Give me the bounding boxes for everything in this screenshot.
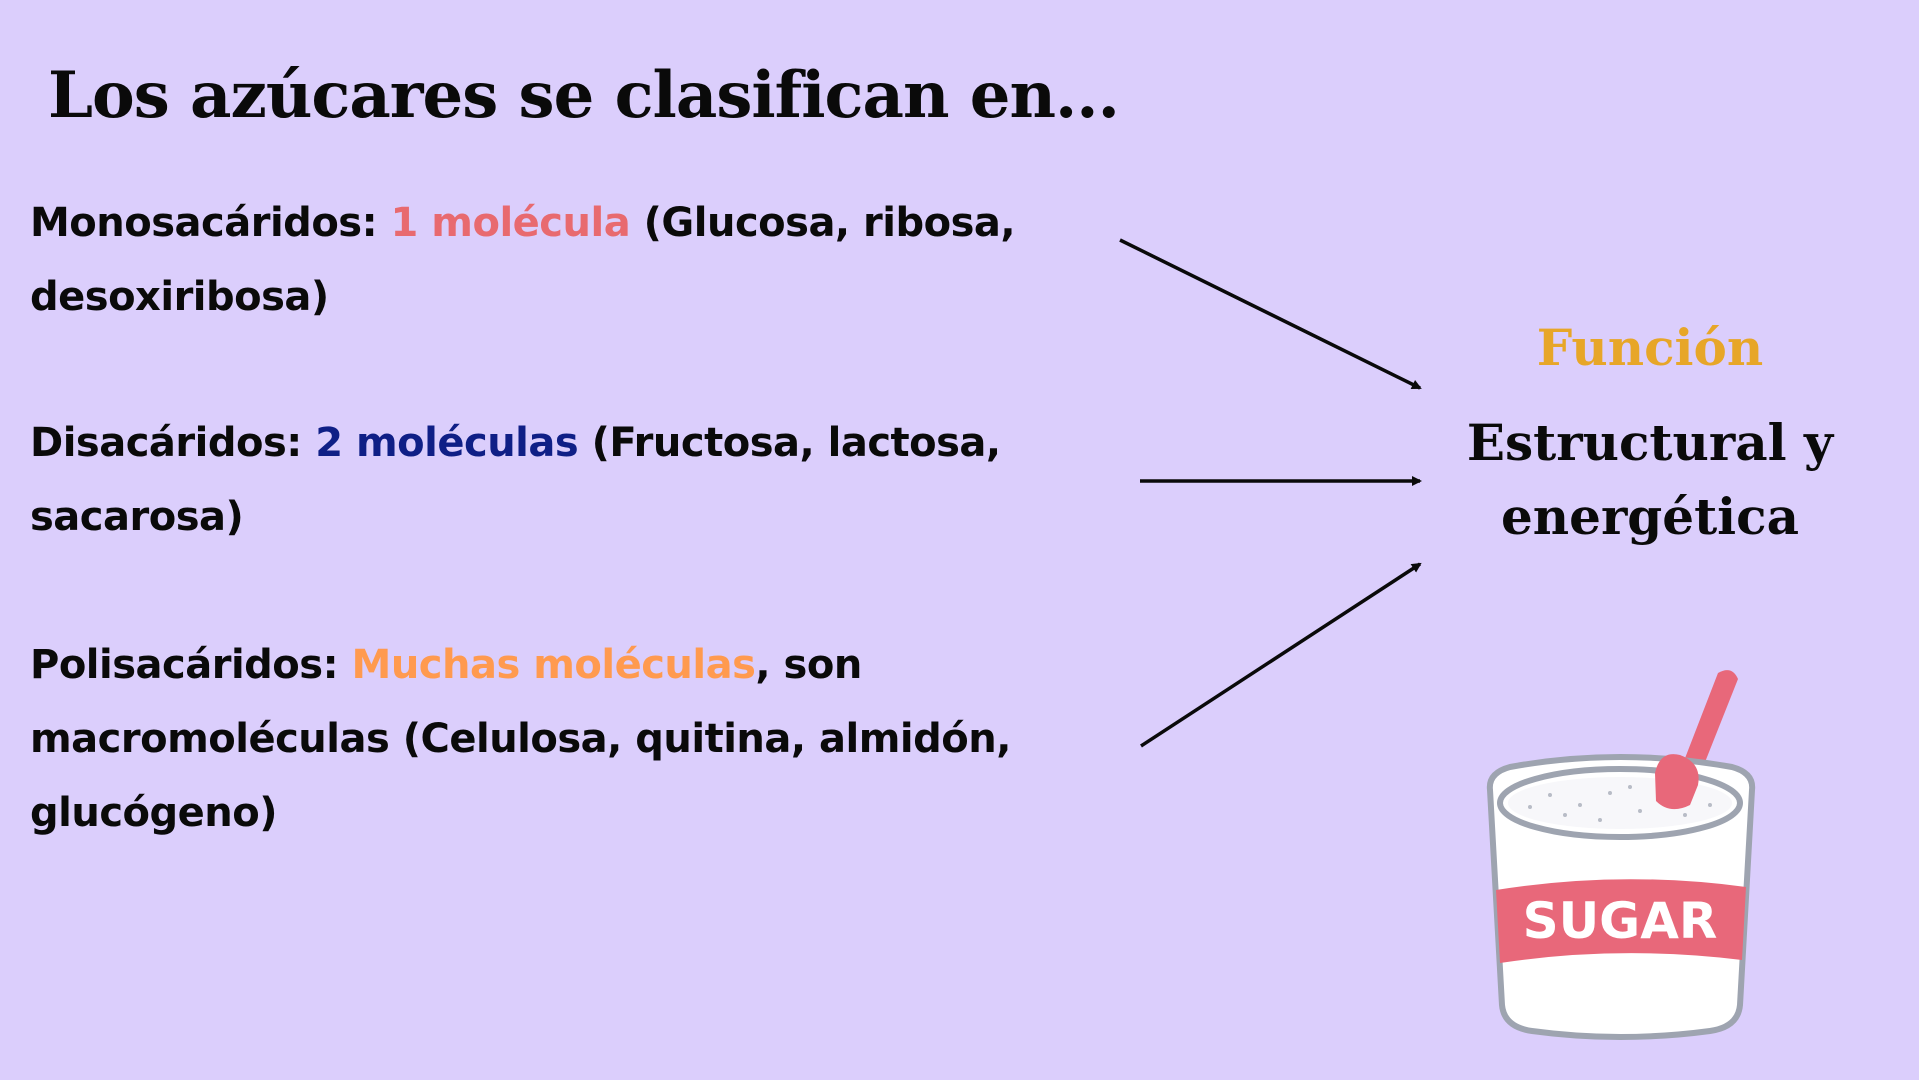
arrow-polisacaridos — [1140, 562, 1422, 748]
monosacaridos-examples: (Glucosa, ribosa, — [643, 200, 1016, 246]
sugar-label: SUGAR — [1523, 892, 1718, 950]
polisacaridos-line-1: Polisacáridos: Muchas moléculas, son — [30, 628, 1150, 702]
disacaridos-line-2: sacarosa) — [30, 494, 244, 540]
monosacaridos-highlight: 1 molécula — [390, 200, 631, 246]
disacaridos-highlight: 2 moléculas — [315, 420, 579, 466]
sugar-jar-icon: SUGAR — [1486, 670, 1756, 1040]
polisacaridos-continuation: , son — [755, 642, 862, 688]
disacaridos-line-1: Disacáridos: 2 moléculas (Fructosa, lact… — [30, 406, 1140, 480]
polisacaridos-highlight: Muchas moléculas — [351, 642, 756, 688]
disacaridos-block: Disacáridos: 2 moléculas (Fructosa, lact… — [30, 406, 1140, 554]
slide-title: Los azúcares se clasifican en... — [48, 58, 1120, 133]
polisacaridos-line-3: glucógeno) — [30, 790, 278, 836]
polisacaridos-label: Polisacáridos: — [30, 642, 339, 688]
arrow-monosacaridos — [1119, 238, 1422, 390]
function-body-line-2: energética — [1500, 487, 1800, 546]
polisacaridos-line-2: macromoléculas (Celulosa, quitina, almid… — [30, 716, 1011, 762]
function-body-line-1: Estructural y — [1466, 413, 1834, 472]
disacaridos-label: Disacáridos: — [30, 420, 302, 466]
disacaridos-examples: (Fructosa, lactosa, — [591, 420, 1002, 466]
monosacaridos-line-2: desoxiribosa) — [30, 274, 329, 320]
monosacaridos-label: Monosacáridos: — [30, 200, 378, 246]
function-body: Estructural y energética — [1440, 406, 1860, 554]
monosacaridos-block: Monosacáridos: 1 molécula (Glucosa, ribo… — [30, 186, 1130, 334]
polisacaridos-block: Polisacáridos: Muchas moléculas, son mac… — [30, 628, 1150, 850]
monosacaridos-line-1: Monosacáridos: 1 molécula (Glucosa, ribo… — [30, 186, 1130, 260]
function-title: Función — [1536, 318, 1764, 377]
